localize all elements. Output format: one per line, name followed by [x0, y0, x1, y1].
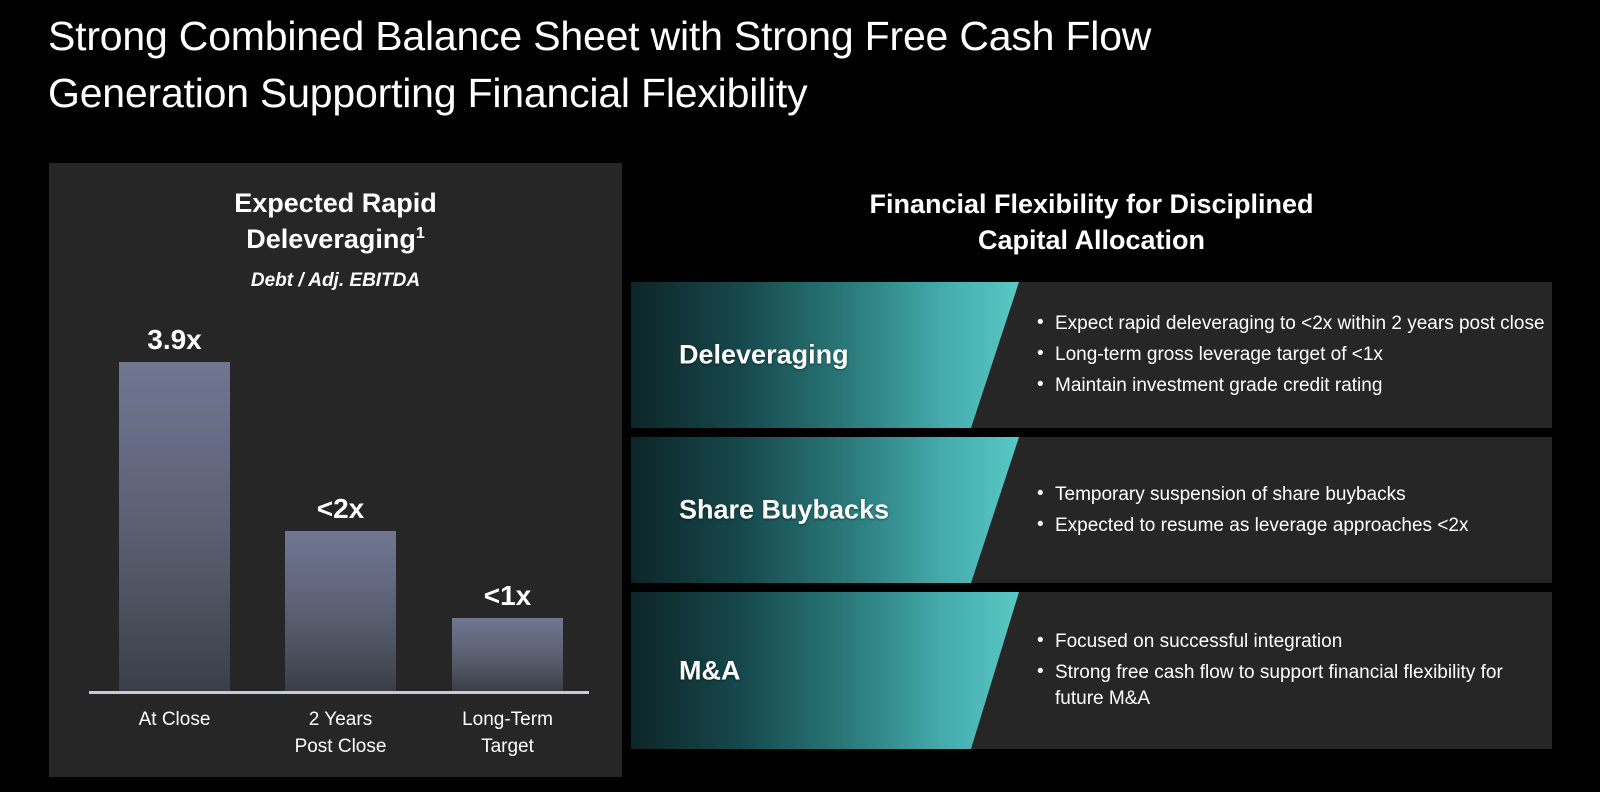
- page-title-line-1: Strong Combined Balance Sheet with Stron…: [48, 13, 1152, 59]
- capital-allocation-row-share-buybacks: Share Buybacks Temporary suspension of s…: [631, 437, 1552, 583]
- capital-allocation-heading-line-2: Capital Allocation: [977, 225, 1206, 255]
- category-label-at-close-line-1: At Close: [138, 709, 211, 730]
- bullet-item: Focused on successful integration: [1037, 628, 1552, 655]
- deleveraging-chart-panel: Expected Rapid Deleveraging1 Debt / Adj.…: [49, 163, 622, 777]
- chart-baseline-axis: [89, 691, 589, 694]
- bar-value-2-years-post-close: <2x: [316, 493, 365, 524]
- bullet-item: Expect rapid deleveraging to <2x within …: [1037, 310, 1552, 337]
- row-bullets-mergers-and-acquisitions: Focused on successful integration Strong…: [1037, 592, 1552, 749]
- category-label-2-years-post-close-line-2: Post Close: [294, 736, 387, 757]
- row-bullets-deleveraging: Expect rapid deleveraging to <2x within …: [1037, 282, 1552, 428]
- category-label-long-term-target: Long-Term Target: [442, 706, 573, 760]
- capital-allocation-rows: Deleveraging Expect rapid deleveraging t…: [631, 282, 1552, 749]
- page-title-line-2: Generation Supporting Financial Flexibil…: [48, 70, 808, 116]
- deleveraging-band-shape: [631, 282, 1019, 428]
- category-label-2-years-post-close: 2 Years Post Close: [275, 706, 406, 760]
- bar-value-long-term-target: <1x: [483, 580, 532, 611]
- category-label-at-close: At Close: [109, 706, 240, 733]
- bullet-item: Temporary suspension of share buybacks: [1037, 481, 1552, 508]
- bar-2-years-post-close: [285, 531, 396, 691]
- mergers-and-acquisitions-band-shape: [631, 592, 1019, 749]
- bullet-item: Expected to resume as leverage approache…: [1037, 512, 1552, 539]
- category-label-long-term-target-line-2: Target: [481, 736, 534, 757]
- chart-subtitle: Debt / Adj. EBITDA: [250, 270, 421, 291]
- capital-allocation-heading: Financial Flexibility for Disciplined Ca…: [631, 186, 1552, 258]
- capital-allocation-row-mergers-and-acquisitions: M&A Focused on successful integration St…: [631, 592, 1552, 749]
- bar-chart-plot-area: 3.9x <2x <1x At Close 2 Years Post Close…: [49, 163, 622, 777]
- bar-at-close: [119, 362, 230, 691]
- capital-allocation-heading-line-1: Financial Flexibility for Disciplined: [869, 189, 1314, 219]
- row-label-deleveraging: Deleveraging: [679, 339, 849, 370]
- category-label-2-years-post-close-line-1: 2 Years: [308, 709, 373, 730]
- chart-title-line-2: Deleveraging1: [49, 221, 622, 257]
- share-buybacks-band-shape: [631, 437, 1019, 583]
- row-bullets-share-buybacks: Temporary suspension of share buybacks E…: [1037, 437, 1552, 583]
- chart-title-footnote-marker: 1: [415, 225, 425, 242]
- bullet-item: Strong free cash flow to support financi…: [1037, 659, 1552, 712]
- chart-title-line-2-text: Deleveraging: [246, 224, 416, 254]
- bar-long-term-target: [452, 618, 563, 691]
- row-label-mergers-and-acquisitions: M&A: [679, 655, 741, 685]
- bullet-item: Long-term gross leverage target of <1x: [1037, 341, 1552, 368]
- chart-title: Expected Rapid Deleveraging1: [49, 185, 622, 257]
- category-label-long-term-target-line-1: Long-Term: [462, 709, 553, 730]
- bullet-item: Maintain investment grade credit rating: [1037, 372, 1552, 399]
- page-title: Strong Combined Balance Sheet with Stron…: [48, 8, 1448, 122]
- capital-allocation-row-deleveraging: Deleveraging Expect rapid deleveraging t…: [631, 282, 1552, 428]
- row-label-share-buybacks: Share Buybacks: [679, 494, 890, 525]
- bar-value-at-close: 3.9x: [147, 324, 202, 355]
- chart-title-line-1: Expected Rapid: [234, 188, 437, 218]
